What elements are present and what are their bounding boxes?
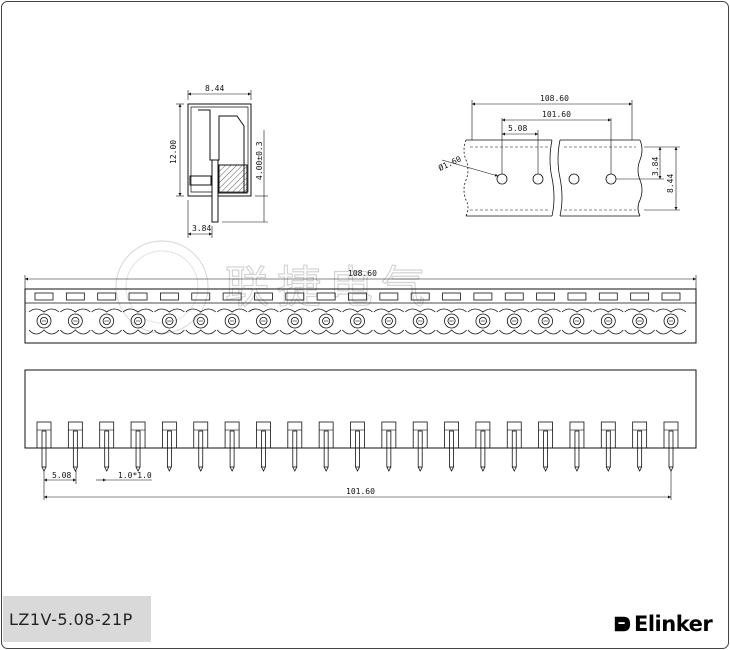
dim-pcb-pitch: 5.08 xyxy=(508,124,527,133)
terminal-unit xyxy=(28,292,60,335)
top-view xyxy=(24,275,697,344)
terminal-unit xyxy=(404,292,436,335)
dim-top-length: 108.60 xyxy=(348,269,377,278)
dim-pcb-overall: 108.60 xyxy=(540,94,569,103)
dim-pcb-row: 3.84 xyxy=(651,157,660,176)
watermark-text: 联捷电气 xyxy=(225,262,433,313)
pcb-hole xyxy=(568,173,580,185)
terminal-unit xyxy=(436,292,467,335)
dim-front-span: 101.60 xyxy=(346,487,375,496)
pin xyxy=(538,421,553,472)
pin xyxy=(600,421,616,472)
dim-pcb-span: 101.60 xyxy=(542,110,571,119)
pin xyxy=(318,421,334,472)
terminal-unit xyxy=(655,292,687,335)
part-number-box: LZ1V-5.08-21P xyxy=(3,596,151,642)
front-view xyxy=(24,369,697,500)
pcb-hole xyxy=(532,173,544,185)
terminal-unit xyxy=(592,292,624,335)
dim-front-pitch: 5.08 xyxy=(52,471,71,480)
pin xyxy=(67,421,83,472)
terminal-unit xyxy=(624,292,655,335)
terminal-unit xyxy=(248,292,279,335)
pin xyxy=(287,421,303,472)
dim-side-height: 12.00 xyxy=(169,140,178,164)
pin xyxy=(632,421,648,472)
pin xyxy=(412,421,428,472)
dim-side-pin-offset: 3.84 xyxy=(192,224,211,233)
pin xyxy=(193,421,209,472)
pin xyxy=(256,421,271,472)
terminal-unit xyxy=(530,292,561,335)
dim-side-pin-depth: 4.00±0.3 xyxy=(255,141,264,180)
terminal-unit xyxy=(185,292,217,335)
pin xyxy=(381,421,397,472)
terminal-unit xyxy=(91,292,123,335)
part-number: LZ1V-5.08-21P xyxy=(9,609,133,629)
terminal-unit xyxy=(467,292,499,335)
dim-front-pin-size: 1.0*1.0 xyxy=(118,471,152,480)
pin xyxy=(99,421,115,472)
pin xyxy=(350,421,365,472)
terminal-unit xyxy=(60,292,91,335)
pin xyxy=(569,421,585,472)
dim-pcb-hole: Ø1.60 xyxy=(437,153,463,172)
dim-pcb-depth: 8.44 xyxy=(666,174,675,193)
pcb-hole xyxy=(496,173,508,185)
dim-side-width: 8.44 xyxy=(205,84,224,93)
pcb-layout-view xyxy=(441,100,680,217)
terminal-unit xyxy=(310,292,342,335)
terminal-unit xyxy=(561,292,593,335)
watermark: 联捷电气 xyxy=(115,240,433,334)
terminal-unit xyxy=(122,292,154,335)
pin xyxy=(130,421,146,472)
brand-name: Elinker xyxy=(634,612,713,636)
terminal-unit xyxy=(342,292,373,335)
terminal-unit xyxy=(154,292,185,335)
brand-logo-block: Elinker xyxy=(613,612,713,636)
terminal-unit xyxy=(498,292,530,335)
pin xyxy=(224,421,240,472)
side-view xyxy=(176,90,268,238)
brand-logo-icon xyxy=(614,616,631,632)
pin xyxy=(444,421,459,472)
pin xyxy=(663,421,679,472)
terminal-unit xyxy=(216,292,248,335)
pin xyxy=(475,421,491,472)
pcb-hole xyxy=(605,173,617,185)
terminal-unit xyxy=(373,292,405,335)
terminal-unit xyxy=(279,292,311,335)
pin xyxy=(506,421,522,472)
pin xyxy=(161,421,177,472)
pin xyxy=(36,421,52,472)
